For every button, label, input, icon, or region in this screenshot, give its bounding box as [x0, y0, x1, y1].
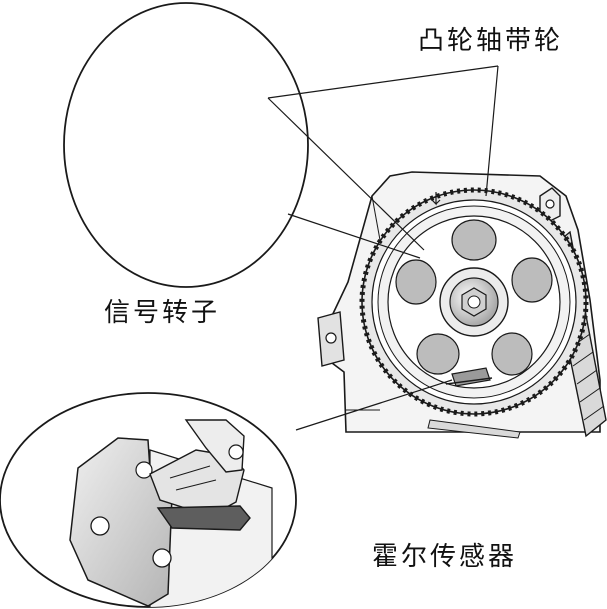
- hall-sensor-label: 霍尔传感器: [372, 542, 518, 572]
- camshaft-pulley-label: 凸轮轴带轮: [418, 26, 564, 56]
- leader-camshaft-to-pulley: [485, 65, 499, 197]
- camshaft-pulley: [359, 187, 589, 417]
- sensor-callout-circle: [0, 392, 297, 608]
- leader-sensor: [295, 379, 453, 431]
- signal-rotor-label: 信号转子: [104, 298, 221, 328]
- leader-camshaft-to-callout: [267, 65, 499, 99]
- rotor-callout-circle: [63, 2, 309, 288]
- leader-callout-to-rotor: [267, 97, 425, 251]
- hall-sensor-on-engine: [445, 367, 493, 387]
- leader-lines: [267, 65, 499, 431]
- leader-rotor-lower: [287, 213, 421, 259]
